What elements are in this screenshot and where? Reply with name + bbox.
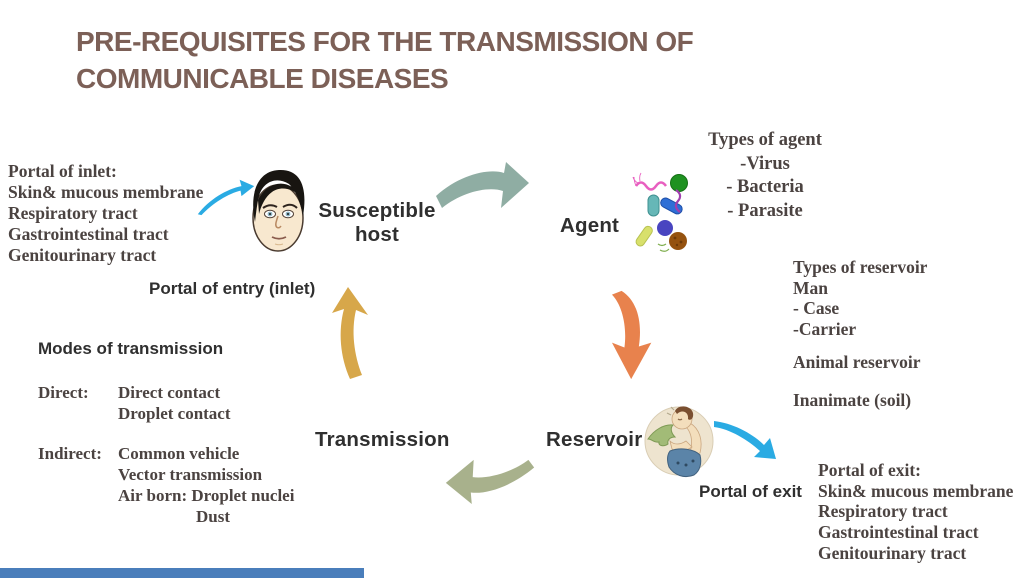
- direct-item: Direct contact: [118, 383, 221, 402]
- types-of-reservoir-list: Types of reservoir Man - Case -Carrier A…: [793, 257, 927, 410]
- susceptible-host-illustration: [252, 169, 305, 252]
- types-of-agent-item: - Parasite: [727, 200, 803, 221]
- animal-reservoir-line: Animal reservoir: [793, 352, 921, 372]
- exit-swoosh-arrow-icon: [714, 421, 776, 459]
- portal-of-exit-list: Portal of exit: Skin& mucous membrane Re…: [818, 460, 1013, 564]
- portal-of-inlet-item: Gastrointestinal tract: [8, 224, 169, 244]
- host-to-agent-arrow-icon: [436, 162, 529, 208]
- transmission-to-host-arrow-icon: [332, 287, 368, 379]
- bottom-accent-bar: [0, 568, 364, 578]
- reservoir-label: Reservoir: [546, 428, 643, 451]
- agent-microbes-illustration: [632, 172, 688, 252]
- direct-item: Droplet contact: [118, 404, 231, 423]
- types-of-reservoir-heading: Types of reservoir: [793, 257, 928, 277]
- portal-of-exit-item: Gastrointestinal tract: [818, 522, 979, 543]
- types-of-agent-heading: Types of agent: [708, 130, 822, 150]
- portal-of-exit-item: Skin& mucous membrane: [818, 480, 1014, 501]
- types-of-agent-item: - Bacteria: [726, 177, 804, 197]
- modes-of-transmission-heading: Modes of transmission: [38, 339, 224, 358]
- indirect-item: Common vehicle: [118, 444, 240, 463]
- portal-of-exit-heading: Portal of exit:: [818, 460, 922, 480]
- reservoir-to-transmission-arrow-icon: [445, 459, 535, 505]
- portal-of-inlet-heading: Portal of inlet:: [8, 161, 117, 181]
- inanimate-reservoir-line: Inanimate (soil): [793, 389, 912, 410]
- portal-of-exit-item: Respiratory tract: [818, 501, 948, 522]
- agent-to-reservoir-arrow-icon: [611, 290, 652, 380]
- reservoir-illustration: [644, 406, 714, 478]
- slide-title: PRE-REQUISITES FOR THE TRANSMISSION OF C…: [76, 26, 694, 94]
- types-of-reservoir-line: -Carrier: [793, 318, 857, 339]
- entry-swoosh-arrow-icon: [197, 179, 255, 216]
- modes-of-transmission-block: Modes of transmission Direct: Direct con…: [38, 339, 294, 527]
- indirect-label: Indirect:: [38, 444, 102, 463]
- indirect-sub-item: Dust: [196, 507, 231, 526]
- portal-of-inlet-item: Genitourinary tract: [8, 245, 157, 265]
- portal-of-exit-item: Genitourinary tract: [818, 542, 967, 563]
- types-of-reservoir-line: - Case: [793, 298, 840, 318]
- types-of-agent-list: Types of agent -Virus - Bacteria - Paras…: [694, 129, 836, 223]
- types-of-reservoir-line: Man: [793, 277, 828, 298]
- portal-of-entry-label: Portal of entry (inlet): [149, 279, 316, 298]
- direct-label: Direct:: [38, 383, 89, 402]
- indirect-item: Vector transmission: [118, 465, 263, 484]
- portal-of-exit-label: Portal of exit: [699, 482, 802, 501]
- indirect-items: Common vehicle Vector transmission Air b…: [118, 443, 294, 527]
- indirect-item: Air born: Droplet nuclei: [118, 486, 295, 505]
- direct-mode-row: Direct: Direct contact Droplet contact: [38, 382, 294, 424]
- indirect-mode-row: Indirect: Common vehicle Vector transmis…: [38, 443, 294, 527]
- susceptible-host-label: Susceptible host: [318, 199, 436, 246]
- portal-of-inlet-list: Portal of inlet: Skin& mucous membrane R…: [8, 161, 203, 266]
- portal-of-inlet-item: Skin& mucous membrane: [8, 182, 204, 202]
- types-of-agent-item: -Virus: [740, 153, 790, 174]
- transmission-label: Transmission: [315, 428, 450, 451]
- agent-label: Agent: [560, 214, 620, 237]
- portal-of-inlet-item: Respiratory tract: [8, 203, 138, 223]
- direct-items: Direct contact Droplet contact: [118, 382, 231, 424]
